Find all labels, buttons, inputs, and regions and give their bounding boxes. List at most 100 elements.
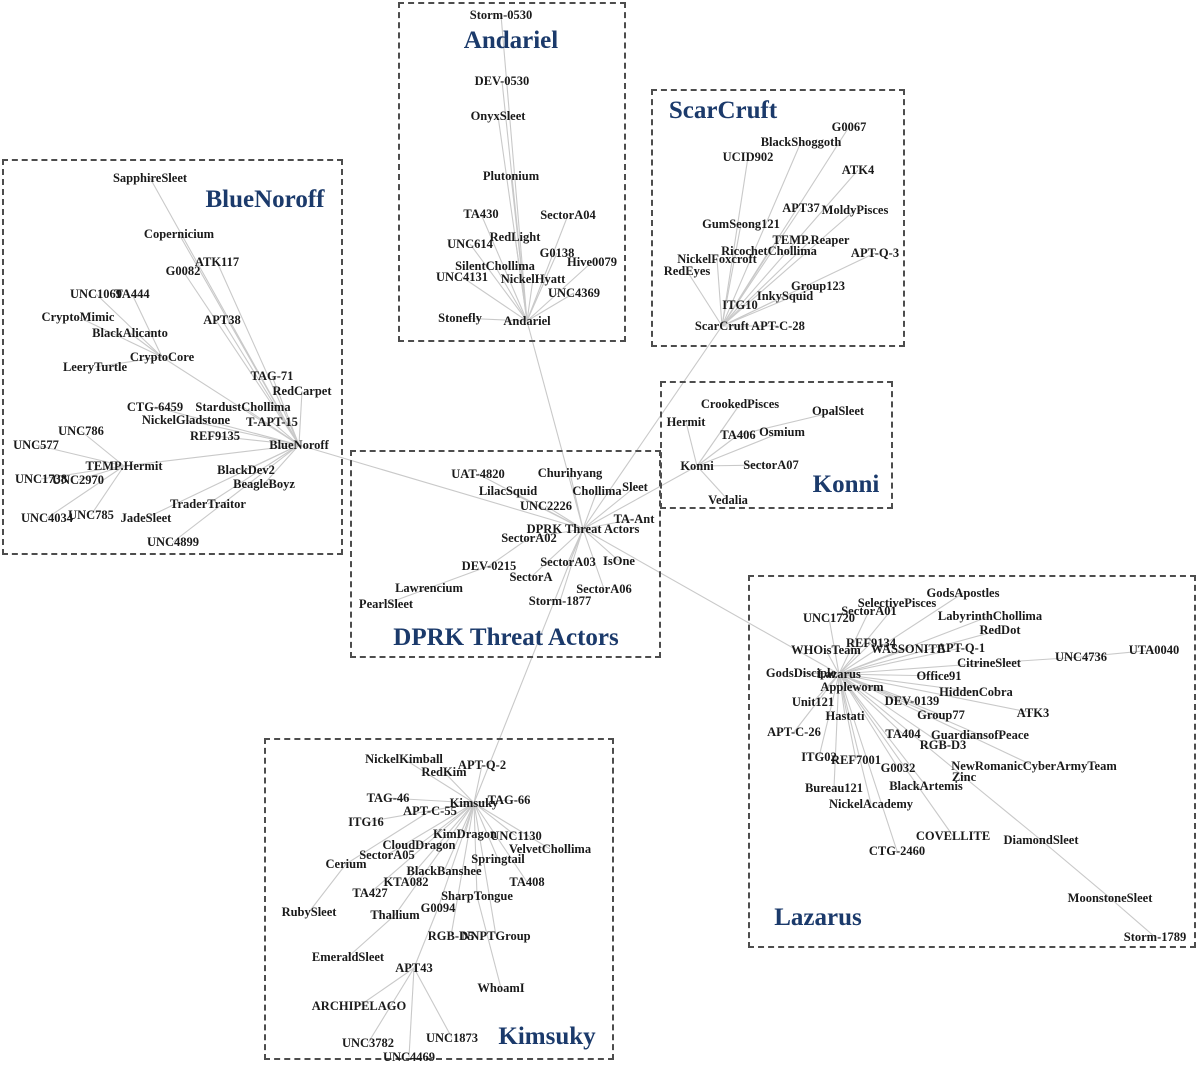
node-label[interactable]: ATK4 [841, 162, 875, 177]
node-label[interactable]: DiamondSleet [1003, 832, 1079, 847]
node-label[interactable]: APT-Q-3 [850, 245, 900, 260]
node-label[interactable]: ATK3 [1016, 705, 1050, 720]
node-label[interactable]: MoonstoneSleet [1067, 890, 1153, 905]
node-label[interactable]: RedLight [489, 229, 541, 244]
node-label[interactable]: GuardiansofPeace [931, 727, 1029, 742]
node-label[interactable]: Bureau121 [804, 780, 864, 795]
node-label[interactable]: Group77 [917, 707, 965, 722]
node-label[interactable]: Churihyang [537, 465, 603, 480]
node-label[interactable]: NickelAcademy [828, 796, 914, 811]
node-label[interactable]: LabyrinthChollima [937, 608, 1043, 623]
node-label[interactable]: TraderTraitor [170, 496, 246, 511]
node-label[interactable]: UNC1130 [490, 828, 542, 843]
node-label[interactable]: APT37 [782, 200, 820, 215]
node-label[interactable]: Group123 [791, 278, 845, 293]
node-label[interactable]: CitrineSleet [957, 655, 1021, 670]
node-label[interactable]: APT-C-55 [403, 803, 457, 818]
node-label[interactable]: UNC2226 [519, 498, 573, 513]
node-label[interactable]: SectorA07 [743, 457, 799, 472]
node-label[interactable]: GodsDisciple [765, 665, 837, 680]
node-label[interactable]: WHOisTeam [791, 642, 861, 657]
node-label[interactable]: InkySquid [756, 288, 814, 303]
node-label[interactable]: TAG-46 [366, 790, 410, 805]
node-label[interactable]: TA408 [509, 874, 545, 889]
node-label[interactable]: Vedalia [708, 492, 748, 507]
node-label[interactable]: UCID902 [722, 149, 774, 164]
node-label[interactable]: G0032 [880, 760, 916, 775]
node-label[interactable]: TEMP.Reaper [772, 232, 850, 247]
node-label[interactable]: SectorA [509, 569, 553, 584]
node-label[interactable]: REF7001 [831, 752, 881, 767]
node-label[interactable]: UAT-4820 [451, 466, 505, 481]
node-label[interactable]: UTA0040 [1128, 642, 1180, 657]
node-label[interactable]: UNC1873 [425, 1030, 479, 1045]
node-label[interactable]: TEMP.Hermit [85, 458, 163, 473]
node-label[interactable]: APT-Q-1 [936, 640, 986, 655]
node-label[interactable]: G0082 [165, 263, 201, 278]
node-label[interactable]: Appleworm [820, 679, 884, 694]
node-label[interactable]: UNC786 [58, 423, 104, 438]
node-label[interactable]: G0094 [420, 900, 456, 915]
node-label[interactable]: CryptoCore [129, 349, 195, 364]
node-label[interactable]: UNC1720 [802, 610, 856, 625]
hub-node-label[interactable]: DPRK Threat Actors [526, 521, 640, 536]
node-label[interactable]: Thallium [370, 907, 420, 922]
node-label[interactable]: Storm-0530 [469, 7, 533, 22]
node-label[interactable]: NNPTGroup [461, 928, 531, 943]
hub-node-label[interactable]: ScarCruft [694, 318, 750, 333]
hub-node-label[interactable]: Kimsuky [449, 795, 499, 810]
node-label[interactable]: StardustChollima [195, 399, 291, 414]
node-label[interactable]: REF9134 [846, 635, 896, 650]
node-label[interactable]: BlackDev2 [217, 462, 275, 477]
node-label[interactable]: BlackShoggoth [760, 134, 842, 149]
node-label[interactable]: APT-Q-2 [457, 757, 507, 772]
node-label[interactable]: RedKim [421, 764, 467, 779]
node-label[interactable]: Copernicium [143, 226, 215, 241]
node-label[interactable]: SectorA02 [501, 530, 557, 545]
node-label[interactable]: SilentChollima [455, 258, 535, 273]
node-label[interactable]: NickelHyatt [500, 271, 566, 286]
node-label[interactable]: VelvetChollima [508, 841, 592, 856]
node-label[interactable]: UNC577 [13, 437, 59, 452]
node-label[interactable]: UNC1069 [69, 286, 123, 301]
node-label[interactable]: OpalSleet [811, 403, 865, 418]
node-label[interactable]: Stonefly [438, 310, 482, 325]
node-label[interactable]: BeagleBoyz [233, 476, 295, 491]
node-label[interactable]: Plutonium [482, 168, 540, 183]
node-label[interactable]: Springtail [471, 851, 525, 866]
node-label[interactable]: UNC785 [68, 507, 114, 522]
node-label[interactable]: SectorA04 [540, 207, 596, 222]
node-label[interactable]: UNC4369 [547, 285, 601, 300]
node-label[interactable]: TA444 [114, 286, 150, 301]
node-label[interactable]: REF9135 [190, 428, 240, 443]
node-label[interactable]: NickelFoxcroft [677, 251, 757, 266]
node-label[interactable]: ATK117 [194, 254, 240, 269]
node-label[interactable]: UNC4131 [435, 269, 489, 284]
node-label[interactable]: Lawrencium [395, 580, 463, 595]
node-label[interactable]: Hermit [666, 414, 706, 429]
node-label[interactable]: Storm-1877 [528, 593, 592, 608]
node-label[interactable]: UNC1738 [14, 471, 68, 486]
node-label[interactable]: KTA082 [383, 874, 429, 889]
node-label[interactable]: APT-C-28 [751, 318, 805, 333]
node-label[interactable]: Chollima [572, 483, 622, 498]
node-label[interactable]: IsOne [603, 553, 635, 568]
node-label[interactable]: SectorA01 [841, 603, 897, 618]
hub-node-label[interactable]: BlueNoroff [269, 437, 329, 452]
node-label[interactable]: UNC4899 [146, 534, 200, 549]
node-label[interactable]: GumSeong121 [702, 216, 780, 231]
node-label[interactable]: BlackAlicanto [92, 325, 168, 340]
node-label[interactable]: OnyxSleet [470, 108, 526, 123]
node-label[interactable]: T-APT-15 [246, 414, 298, 429]
node-label[interactable]: CrookedPisces [700, 396, 780, 411]
node-label[interactable]: EmeraldSleet [311, 949, 385, 964]
hub-node-label[interactable]: Andariel [503, 313, 551, 328]
node-label[interactable]: LilacSquid [478, 483, 538, 498]
node-label[interactable]: RedCarpet [272, 383, 332, 398]
node-label[interactable]: Osmium [759, 424, 805, 439]
node-label[interactable]: UNC4034 [20, 510, 74, 525]
node-label[interactable]: UNC4736 [1054, 649, 1108, 664]
node-label[interactable]: CTG-6459 [126, 399, 184, 414]
node-label[interactable]: Zinc [951, 769, 977, 784]
node-label[interactable]: APT-C-26 [767, 724, 821, 739]
